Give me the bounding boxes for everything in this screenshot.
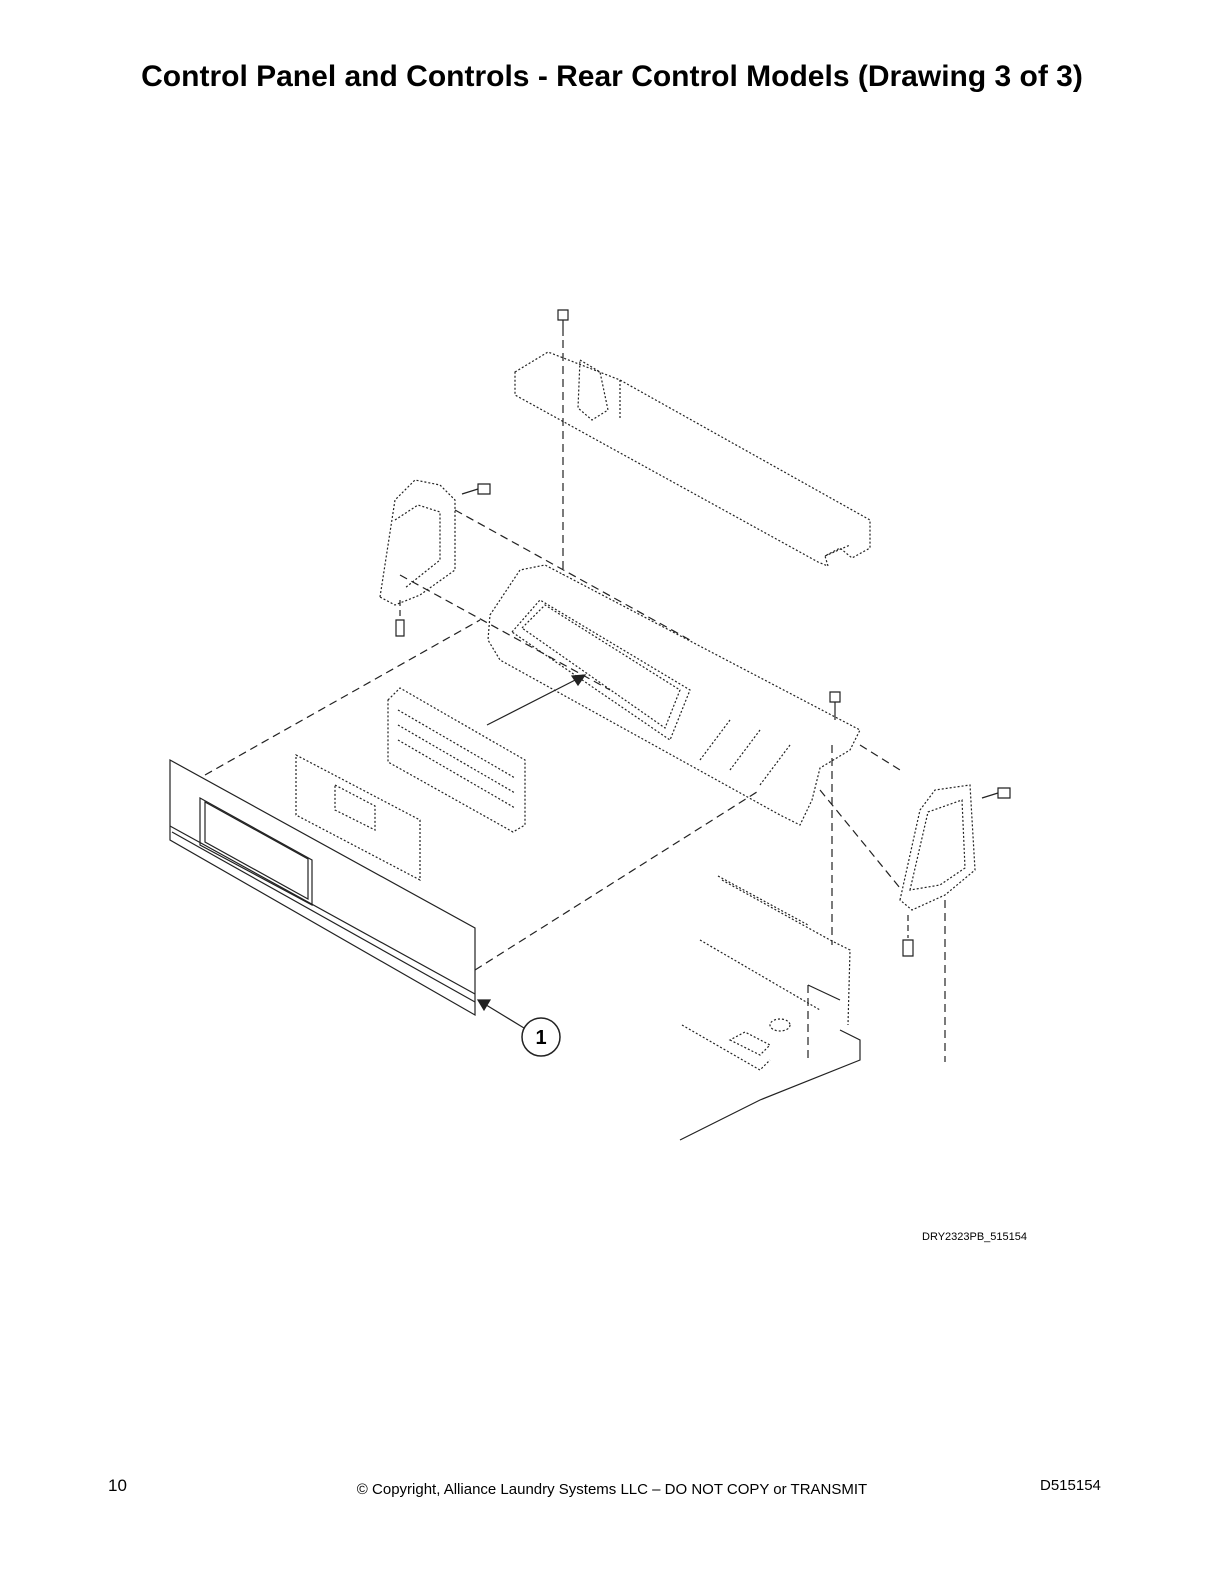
screw-left-upper-icon xyxy=(461,483,491,495)
screw-right-lower-icon xyxy=(902,939,914,957)
control-console-part xyxy=(487,564,861,826)
drawing-id: DRY2323PB_515154 xyxy=(922,1231,1027,1243)
screw-right-side-icon xyxy=(981,787,1011,799)
screw-right-upper-icon xyxy=(829,691,841,720)
cabinet-base-part xyxy=(679,875,861,1141)
callout-number: 1 xyxy=(535,1027,546,1049)
exploded-parts-drawing: 1 xyxy=(169,309,1011,1141)
page-title: Control Panel and Controls - Rear Contro… xyxy=(141,60,1083,93)
copyright-notice: © Copyright, Alliance Laundry Systems LL… xyxy=(356,1481,868,1498)
screw-left-lower-icon xyxy=(395,619,405,637)
document-number: D515154 xyxy=(1040,1477,1101,1494)
keypad-overlay-part xyxy=(295,754,421,881)
circuit-board-part xyxy=(387,687,526,833)
rear-cover-part xyxy=(514,351,871,568)
callout-1: 1 xyxy=(521,1017,561,1057)
screw-top-icon xyxy=(557,309,569,336)
left-end-cap-part xyxy=(379,479,456,606)
page-number: 10 xyxy=(108,1476,127,1495)
right-end-cap-part xyxy=(899,784,976,911)
front-panel-part xyxy=(169,758,476,1017)
